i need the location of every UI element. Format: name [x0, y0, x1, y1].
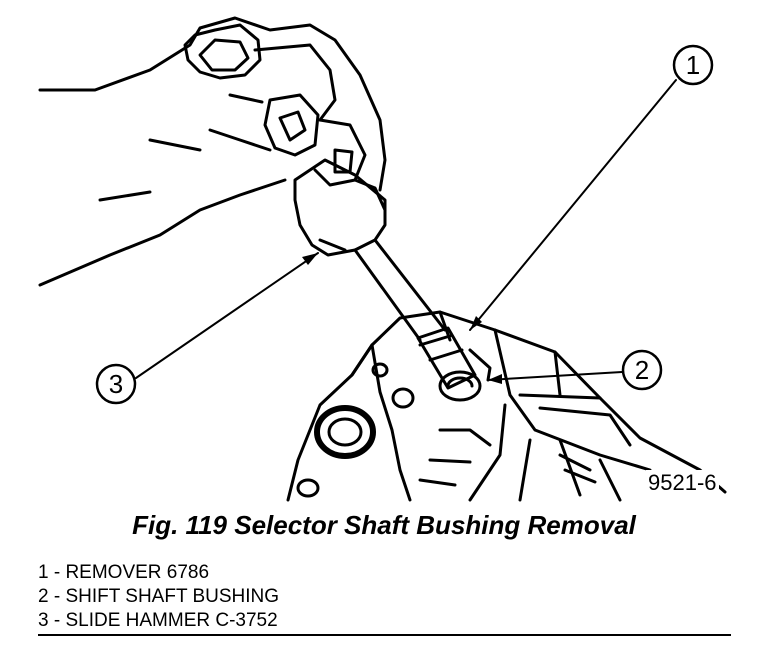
technical-illustration [38, 16, 727, 502]
callout-number-2: 2 [634, 355, 650, 385]
hand [38, 16, 387, 287]
figure-number: 9521-6 [646, 470, 719, 496]
callout-circle-3 [95, 363, 137, 405]
callout-circle-1 [672, 44, 714, 86]
callout-circle-2 [621, 349, 663, 391]
slide-hammer-shaft [353, 238, 477, 390]
legend-item: 2 - SHIFT SHAFT BUSHING [38, 586, 280, 607]
bottom-rule [38, 634, 731, 636]
leader-lines [135, 79, 677, 381]
callout-number-1: 1 [685, 50, 701, 80]
slide-hammer-handle [293, 158, 387, 257]
legend-list: 1 - REMOVER 6786 2 - SHIFT SHAFT BUSHING… [38, 561, 279, 633]
transmission-housing [286, 310, 727, 502]
callout-number-3: 3 [108, 369, 124, 399]
legend-item: 1 - REMOVER 6786 [38, 562, 210, 583]
legend-item: 3 - SLIDE HAMMER C-3752 [38, 610, 278, 631]
figure-caption: Fig. 119 Selector Shaft Bushing Removal [132, 510, 636, 540]
